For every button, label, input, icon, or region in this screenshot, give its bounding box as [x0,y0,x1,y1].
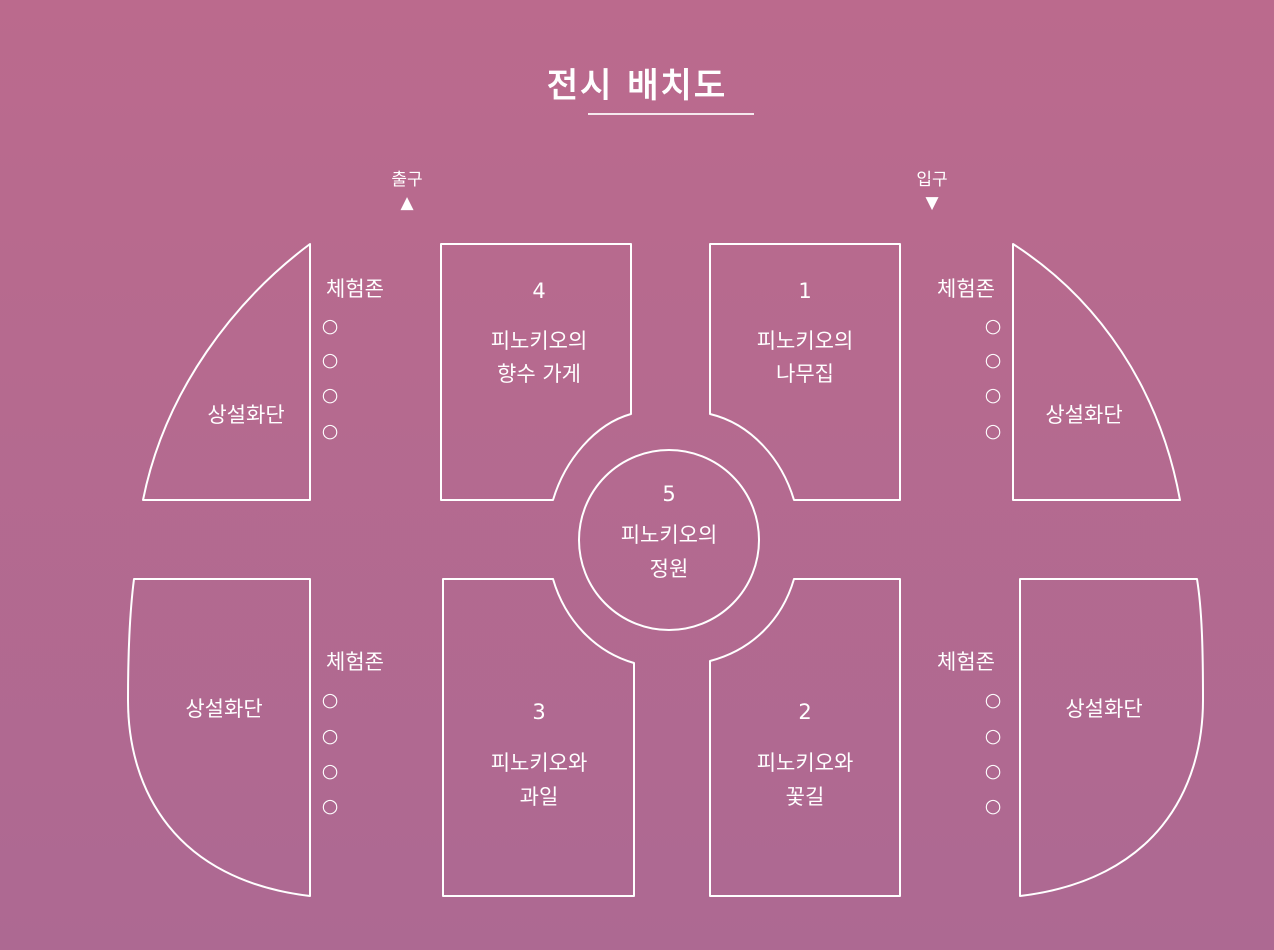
page-title: 전시 배치도 [546,66,728,106]
exit-label: 출구 [391,170,422,190]
booth-4-outline [440,243,632,501]
zone-marker: ○ [322,760,339,782]
booth-5-outline [578,449,760,631]
booth-name-line2: 꽃길 [786,785,825,809]
zone-marker: ○ [322,384,339,406]
booth-name-line2: 과일 [520,785,559,809]
zone-label: 체험존 [937,277,995,301]
zone-marker: ○ [985,760,1002,782]
garden-bottom-left[interactable]: 상설화단 [127,578,311,897]
zone-marker: ○ [985,689,1002,711]
zone-marker: ○ [322,315,339,337]
garden-top-left-outline [142,243,311,501]
zone-label: 체험존 [937,650,995,674]
experience-zone-top-right[interactable]: 체험존 ○ ○ ○ ○ [937,277,1001,442]
zone-label: 체험존 [326,650,384,674]
zone-marker: ○ [322,349,339,371]
garden-label: 상설화단 [1065,697,1142,721]
experience-zone-top-left[interactable]: 체험존 ○ ○ ○ ○ [322,277,384,442]
booth-number: 5 [662,482,675,506]
zone-marker: ○ [322,689,339,711]
zone-marker: ○ [985,349,1002,371]
zone-marker: ○ [985,315,1002,337]
garden-top-left[interactable]: 상설화단 [142,243,311,501]
entrance-label: 입구 [916,170,947,190]
exit-marker[interactable]: 출구 ▲ [391,170,422,213]
booth-name-line1: 피노키오의 [491,329,588,353]
zone-label: 체험존 [326,277,384,301]
booth-number: 2 [798,700,811,724]
zone-marker: ○ [322,725,339,747]
up-arrow-icon: ▲ [400,193,414,213]
booth-2[interactable]: 2 피노키오와 꽃길 [709,578,901,897]
booth-2-outline [709,578,901,897]
booth-5[interactable]: 5 피노키오의 정원 [578,449,760,631]
down-arrow-icon: ▼ [925,193,939,213]
booth-1-outline [709,243,901,501]
zone-marker: ○ [985,725,1002,747]
garden-label: 상설화단 [207,403,284,427]
booth-4[interactable]: 4 피노키오의 향수 가게 [440,243,632,501]
booth-name-line2: 정원 [650,557,689,581]
booth-name-line1: 피노키오와 [757,751,854,775]
booth-name-line1: 피노키오의 [757,329,854,353]
booth-name-line2: 나무집 [776,362,834,386]
garden-label: 상설화단 [185,697,262,721]
garden-top-right-outline [1012,243,1181,501]
zone-marker: ○ [985,384,1002,406]
garden-top-right[interactable]: 상설화단 [1012,243,1181,501]
booth-3[interactable]: 3 피노키오와 과일 [442,578,635,897]
booth-1[interactable]: 1 피노키오의 나무집 [709,243,901,501]
zone-marker: ○ [322,795,339,817]
garden-bottom-right-outline [1019,578,1204,897]
entrance-marker[interactable]: 입구 ▼ [916,170,947,213]
zone-marker: ○ [985,420,1002,442]
experience-zone-bottom-right[interactable]: 체험존 ○ ○ ○ ○ [937,650,1001,817]
title-underline [588,113,754,115]
zone-marker: ○ [985,795,1002,817]
garden-bottom-left-outline [127,578,311,897]
garden-bottom-right[interactable]: 상설화단 [1019,578,1204,897]
booth-3-outline [442,578,635,897]
booth-name-line2: 향수 가게 [497,362,581,386]
experience-zone-bottom-left[interactable]: 체험존 ○ ○ ○ ○ [322,650,384,817]
zone-marker: ○ [322,420,339,442]
booth-number: 1 [798,279,811,303]
booth-name-line1: 피노키오와 [491,751,588,775]
garden-label: 상설화단 [1045,403,1122,427]
booth-number: 4 [532,279,545,303]
booth-number: 3 [532,700,545,724]
booth-name-line1: 피노키오의 [621,523,718,547]
